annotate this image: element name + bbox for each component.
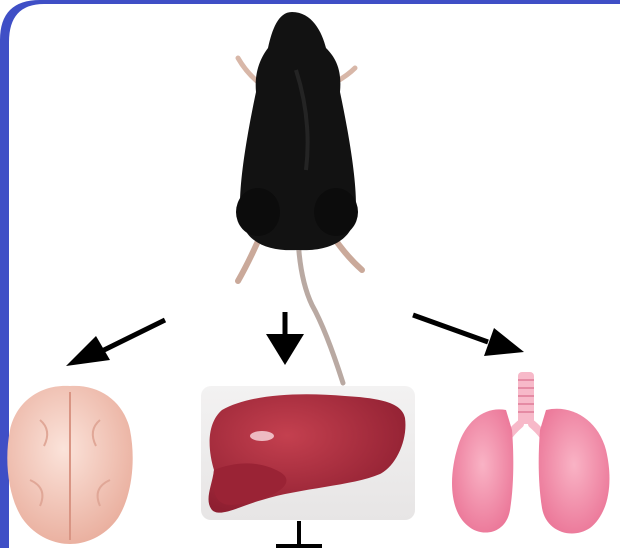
mouse-haunch-right (314, 188, 358, 236)
brain-image (7, 386, 132, 544)
arrow-to-brain (66, 320, 165, 366)
lungs-image (452, 372, 609, 534)
liver-image (201, 386, 415, 546)
lung-right (539, 409, 610, 534)
arrow-to-lungs (413, 315, 524, 356)
mouse-haunch-left (236, 188, 280, 236)
lung-left (452, 409, 513, 532)
mouse-image (236, 12, 362, 383)
mouse-front-paw-left (238, 58, 258, 82)
mouse-tail (298, 238, 343, 383)
liver-highlight (250, 431, 274, 441)
arrow-to-liver (266, 312, 304, 365)
